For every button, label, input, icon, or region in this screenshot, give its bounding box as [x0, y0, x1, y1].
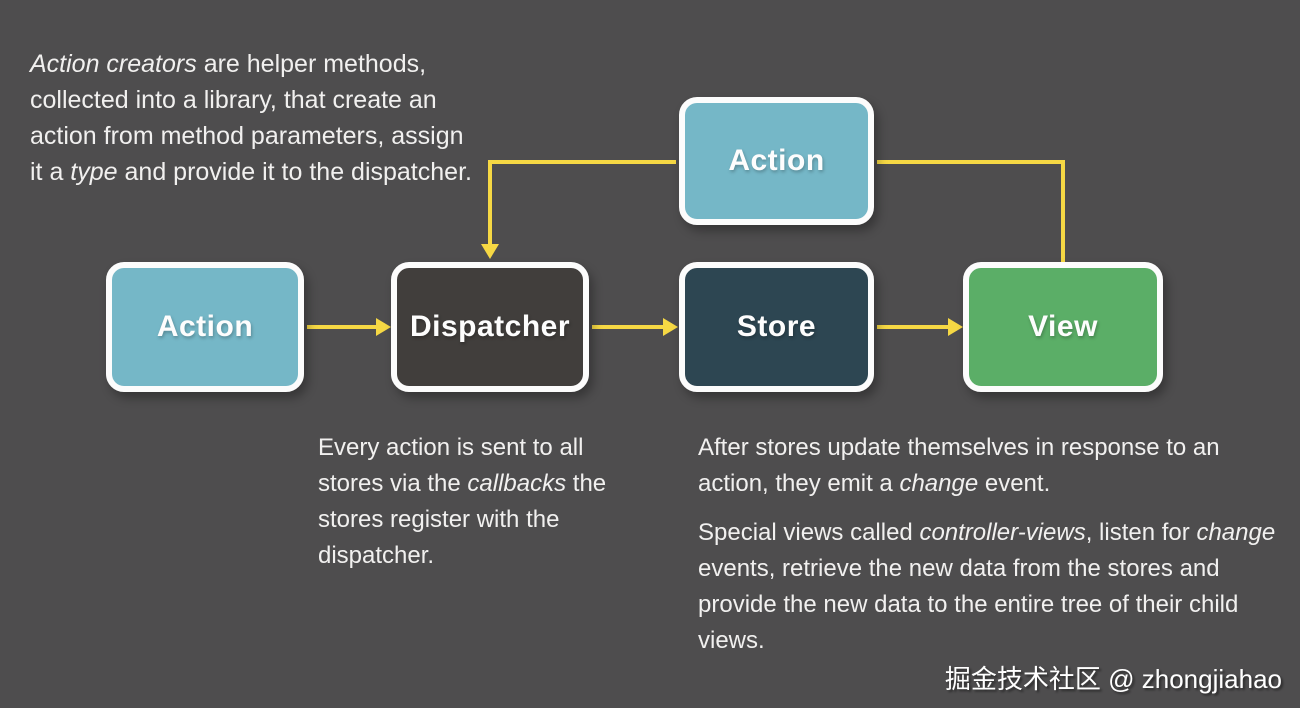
edge-view-actiontop — [877, 160, 1065, 262]
note-store-change-events: After stores update themselves in respon… — [698, 434, 1276, 654]
note-dispatcher-callbacks: Every action is sent to all stores via t… — [318, 434, 607, 569]
edge-actiontop-dispatcher — [488, 160, 676, 244]
arrowhead-into-store — [663, 318, 678, 336]
node-dispatcher: Dispatcher — [391, 262, 589, 392]
node-view: View — [963, 262, 1163, 392]
node-action-top-label: Action — [728, 144, 825, 177]
node-view-label: View — [1028, 310, 1098, 343]
node-store: Store — [679, 262, 874, 392]
note-action-creators: Action creators are helper methods, coll… — [30, 50, 472, 186]
arrowhead-into-view — [948, 318, 963, 336]
watermark-text: 掘金技术社区 @ zhongjiahao — [944, 664, 1282, 694]
arrowhead-into-dispatcher-left — [376, 318, 391, 336]
node-store-label: Store — [736, 310, 817, 343]
node-action: Action — [106, 262, 304, 392]
node-action-top: Action — [679, 97, 874, 225]
node-dispatcher-label: Dispatcher — [409, 310, 571, 343]
node-action-label: Action — [156, 310, 254, 343]
arrowhead-into-dispatcher-top — [481, 244, 499, 259]
